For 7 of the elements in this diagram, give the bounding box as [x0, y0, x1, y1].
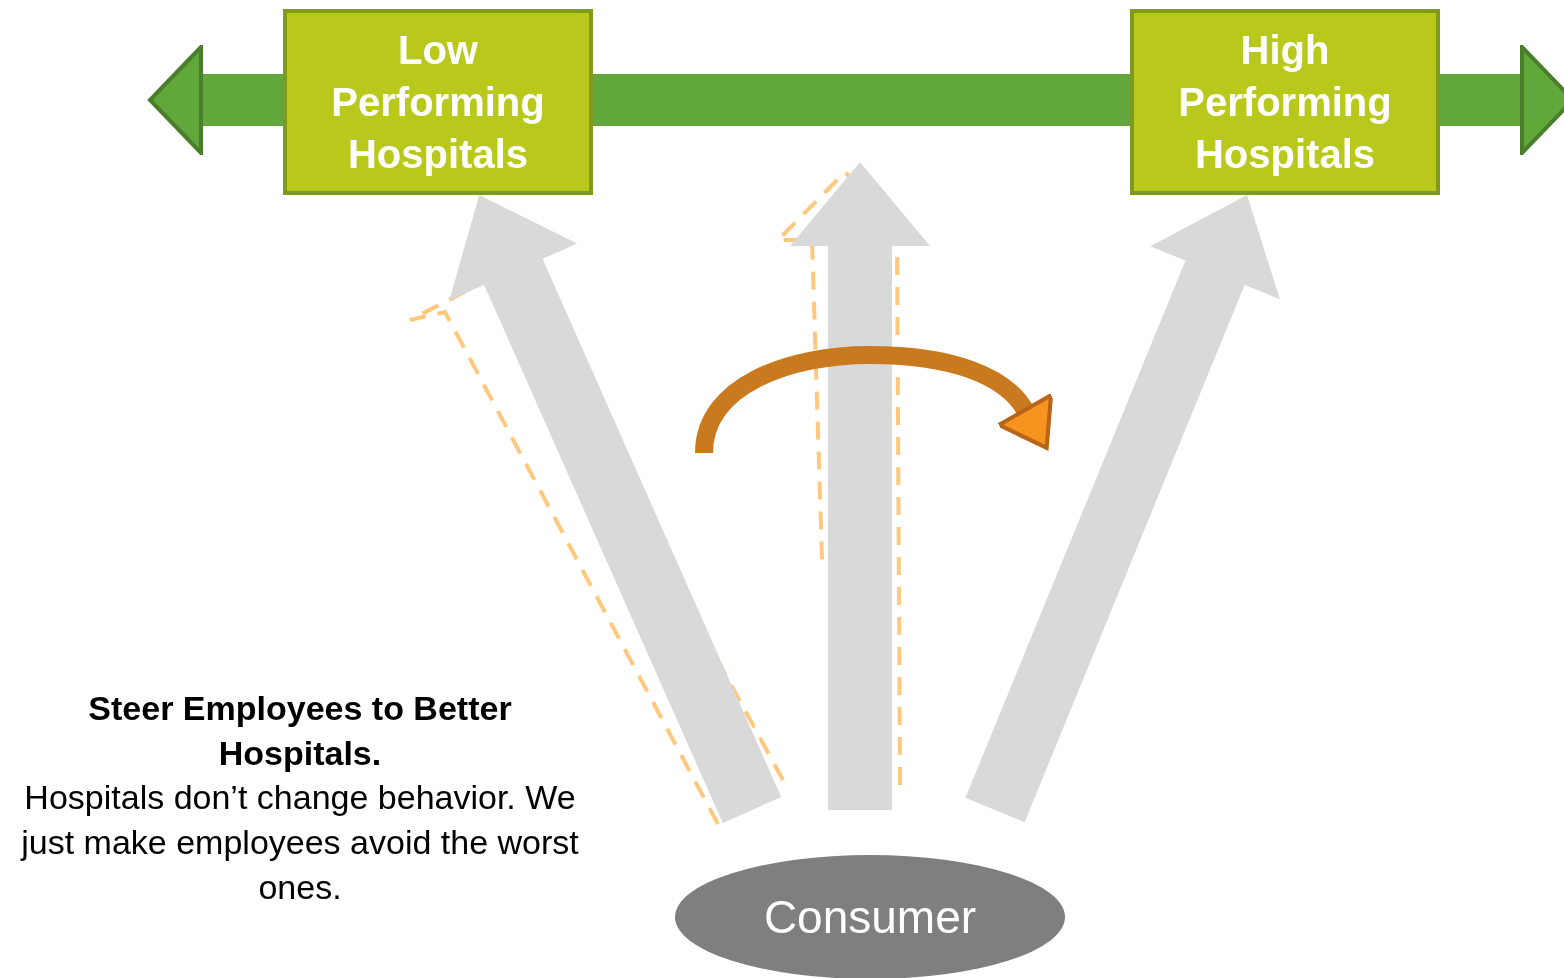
category-box: High Performing Hospitals — [1130, 9, 1440, 195]
node-label: Consumer — [763, 890, 977, 944]
note-text: Hospitals don’t change behavior. We just make employees avoid the worst ones. — [19, 777, 580, 908]
block-arrow — [790, 162, 930, 810]
category-box: Low Performing Hospitals — [283, 9, 593, 195]
heading-text: Steer Employees to Better Hospitals. — [87, 688, 513, 774]
block-arrow — [965, 194, 1280, 823]
